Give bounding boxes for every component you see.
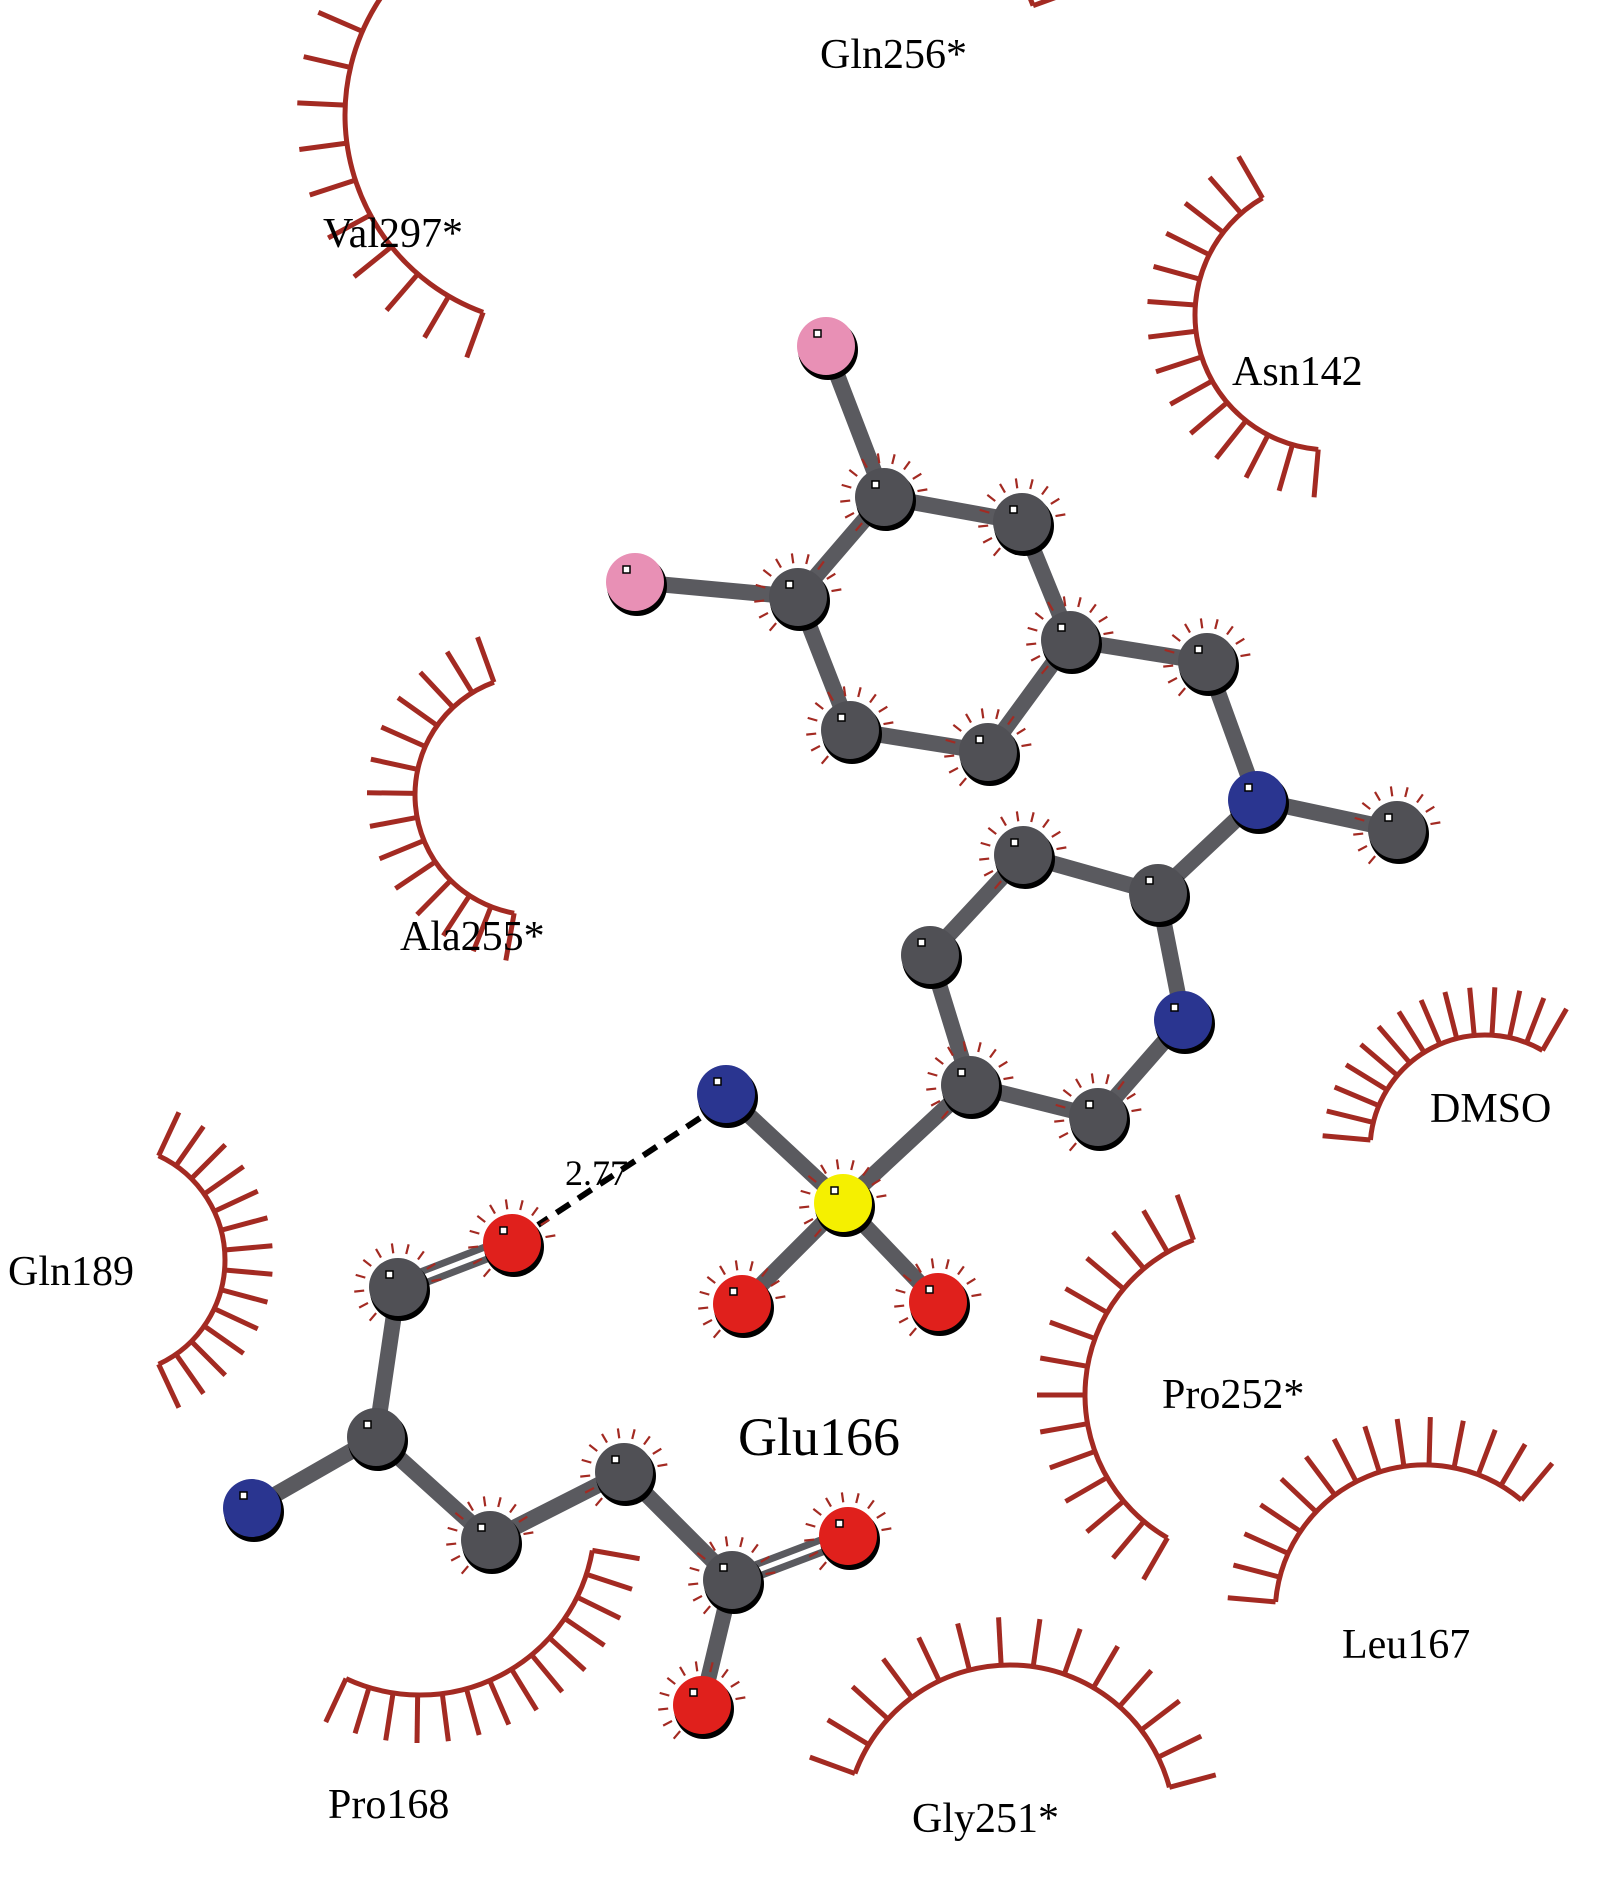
atom-carbon-C12	[941, 1056, 1002, 1119]
contact-spokes-C6	[944, 708, 1032, 787]
hydrophobic-arc-gln256	[1028, 0, 1056, 9]
atom-carbon-C10	[1129, 864, 1190, 927]
hydrophobic-arc-pro168	[323, 1547, 641, 1744]
hbond-distance-label: 2.77	[565, 1153, 628, 1193]
atom-contact-spokes	[354, 453, 1441, 1740]
atom-carbon-C1	[855, 468, 916, 531]
contact-spokes-C9	[979, 811, 1067, 890]
label-leu167: Leu167	[1342, 1622, 1470, 1668]
atom-carbon-C4	[1041, 611, 1102, 674]
contact-spokes-GCD	[688, 1536, 776, 1615]
label-val297: Val297*	[323, 211, 463, 257]
atom-oxygen-GO	[483, 1214, 544, 1277]
contact-spokes-GC1	[354, 1243, 442, 1322]
hydrogen-bond-dashed	[536, 1115, 702, 1228]
contact-spokes-C1	[840, 453, 928, 532]
atom-carbon-C3	[769, 568, 830, 631]
atom-oxygen-GOE2	[673, 1676, 734, 1739]
contact-spokes-C12	[926, 1041, 1014, 1120]
label-gln189: Gln189	[8, 1249, 134, 1295]
contact-spokes-O1	[698, 1260, 786, 1339]
atom-carbon-GCG	[595, 1443, 656, 1506]
atom-oxygen-O1	[713, 1275, 774, 1338]
atom-nitrogen-GN	[223, 1479, 284, 1542]
label-gln256: Gln256*	[820, 32, 967, 78]
atom-oxygen-GOE1	[819, 1507, 880, 1570]
contact-spokes-GO	[468, 1199, 556, 1278]
contact-spokes-GCG	[580, 1428, 668, 1507]
contact-spokes-GOE1	[804, 1492, 892, 1571]
atom-sulfur-S1	[814, 1174, 875, 1237]
atom-carbon-C6	[959, 723, 1020, 786]
contact-spokes-S1	[799, 1159, 887, 1238]
label-glu166: Glu166	[738, 1407, 900, 1467]
contact-spokes-C4	[1026, 596, 1114, 675]
label-pro252: Pro252*	[1162, 1372, 1304, 1418]
contact-spokes-C3	[754, 553, 842, 632]
atom-carbon-GC1	[369, 1258, 430, 1321]
hydrophobic-arc-pro252	[1037, 1193, 1196, 1581]
label-asn142: Asn142	[1232, 349, 1363, 395]
atom-carbon-C7	[1178, 633, 1239, 696]
hydrophobic-arc-gln189	[156, 1111, 273, 1409]
hydrophobic-arc-asn142	[1147, 155, 1321, 498]
atom-nitrogen-N3	[697, 1065, 758, 1128]
atom-carbon-C8	[1368, 801, 1429, 864]
contact-spokes-C8	[1353, 786, 1441, 865]
atom-carbon-C11	[901, 926, 962, 989]
label-ala255: Ala255*	[400, 914, 545, 960]
atom-carbon-C5	[821, 701, 882, 764]
atom-carbon-C2	[993, 493, 1054, 556]
contact-spokes-C7	[1163, 618, 1251, 697]
atom-oxygen-O2	[909, 1273, 970, 1336]
atom-carbon-C9	[994, 826, 1055, 889]
hydrophobic-arc-ala255	[366, 636, 517, 961]
label-pro168: Pro168	[328, 1782, 449, 1828]
atom-carbon-C13	[1069, 1088, 1130, 1151]
hydrophobic-arc-dmso	[1322, 987, 1569, 1143]
atom-carbon-GCB	[461, 1511, 522, 1574]
atom-fluorine-F2	[606, 553, 667, 616]
hydrophobic-arc-val297	[297, 0, 486, 359]
contact-spokes-GCB	[446, 1496, 534, 1575]
label-gly251: Gly251*	[912, 1796, 1059, 1842]
atom-carbon-GCA	[347, 1408, 408, 1471]
hydrophobic-arc-leu167	[1227, 1417, 1555, 1605]
hydrophobic-arc-gly251	[808, 1617, 1217, 1790]
atom-nitrogen-N2	[1154, 991, 1215, 1054]
residue-labels: Gln256* Val297* Asn142 Ala255* DMSO Gln1…	[8, 32, 1551, 1842]
contact-spokes-GOE2	[658, 1661, 746, 1740]
atom-nitrogen-N1	[1228, 771, 1289, 834]
atom-fluorine-F1	[797, 317, 858, 380]
contact-spokes-O2	[894, 1258, 982, 1337]
contact-spokes-C13	[1054, 1073, 1142, 1152]
label-dmso: DMSO	[1430, 1086, 1551, 1132]
atom-carbon-GCD	[703, 1551, 764, 1614]
contact-spokes-C2	[978, 478, 1066, 557]
contact-spokes-C5	[806, 686, 894, 765]
covalent-bonds	[244, 338, 1405, 1713]
hydrophobic-contact-arcs	[156, 0, 1569, 1790]
atoms	[223, 317, 1429, 1739]
